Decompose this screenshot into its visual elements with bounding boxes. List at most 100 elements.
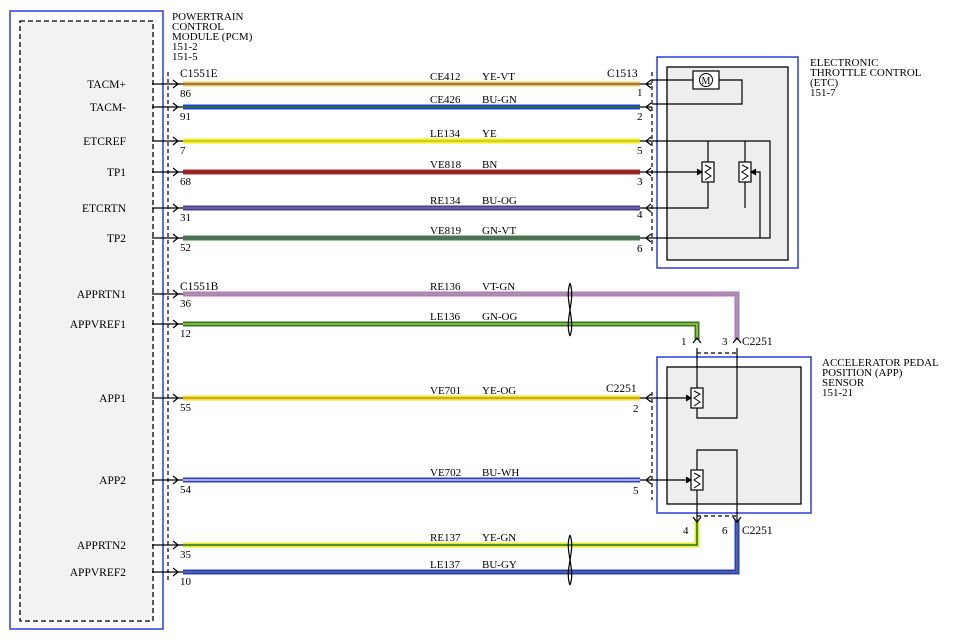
etc-connector-c1513: C1513 bbox=[607, 68, 638, 80]
end-pin-number: 2 bbox=[637, 111, 643, 123]
circuit-id: RE136 bbox=[430, 281, 461, 293]
potentiometer-icon bbox=[652, 469, 704, 491]
app-title: ACCELERATOR PEDAL POSITION (APP) SENSOR … bbox=[822, 357, 939, 399]
pcm-pin-arrow bbox=[172, 319, 179, 329]
pcm-pin-arrow bbox=[172, 136, 179, 146]
signal-label: APPVREF1 bbox=[70, 319, 126, 331]
end-pin-arrow bbox=[692, 337, 702, 344]
wire-edge bbox=[183, 520, 738, 573]
end-pin-arrow bbox=[640, 203, 652, 213]
wire-color-code: BU-WH bbox=[482, 467, 519, 479]
signal-label: APPVREF2 bbox=[70, 567, 126, 579]
signal-label: APPRTN2 bbox=[77, 540, 126, 552]
end-pin-arrow bbox=[640, 167, 652, 177]
circuit-id: CE412 bbox=[430, 71, 461, 83]
circuit-id: RE134 bbox=[430, 195, 461, 207]
circuit-id: VE818 bbox=[430, 159, 462, 171]
wire-color-code: VT-GN bbox=[482, 281, 515, 293]
signal-label: APP1 bbox=[99, 393, 126, 405]
end-pin-number: 2 bbox=[633, 403, 639, 415]
end-pin-arrow bbox=[640, 393, 652, 403]
potentiometer-icon bbox=[738, 161, 761, 238]
pcm-pin-number: 86 bbox=[180, 88, 192, 100]
pcm-connector-c1551b: C1551B bbox=[180, 281, 219, 293]
end-pin-arrow bbox=[692, 516, 702, 523]
pcm-pin-number: 54 bbox=[180, 484, 192, 496]
pcm-pin-arrow bbox=[172, 475, 179, 485]
wire-edge bbox=[183, 323, 698, 340]
pcm-pin-number: 12 bbox=[180, 328, 191, 340]
signal-label: APPRTN1 bbox=[77, 289, 126, 301]
etc-module: M bbox=[651, 56, 799, 269]
app-title-line: 151-21 bbox=[822, 387, 853, 399]
potentiometer-icon bbox=[652, 387, 704, 409]
end-pin-number: 6 bbox=[637, 243, 643, 255]
app-connector-c2251-mid: C2251 bbox=[606, 383, 637, 395]
end-pin-arrow bbox=[640, 136, 652, 146]
wire-color-code: YE bbox=[482, 128, 497, 140]
pcm-pin-arrow bbox=[172, 393, 179, 403]
circuit-id: VE819 bbox=[430, 225, 462, 237]
circuit-id: CE426 bbox=[430, 94, 461, 106]
end-pin-arrow bbox=[640, 475, 652, 485]
wire-apprtn1 bbox=[183, 291, 740, 340]
app-connector-c2251-bottom: C2251 bbox=[742, 525, 773, 537]
end-pin-arrow bbox=[732, 516, 742, 523]
signal-label: ETCREF bbox=[83, 136, 126, 148]
pcm-pin-arrow bbox=[172, 567, 179, 577]
end-pin-number: 6 bbox=[722, 525, 728, 537]
pcm-module bbox=[9, 10, 164, 630]
wire-color-code: BU-GY bbox=[482, 559, 517, 571]
end-pin-arrow bbox=[640, 79, 652, 89]
pcm-pin-number: 10 bbox=[180, 576, 192, 588]
end-pin-number: 1 bbox=[637, 87, 643, 99]
pcm-pin-number: 7 bbox=[180, 145, 186, 157]
wire-color-code: YE-GN bbox=[482, 532, 516, 544]
pcm-pin-number: 35 bbox=[180, 549, 192, 561]
etc-title-line: 151-7 bbox=[810, 87, 836, 99]
motor-icon: M bbox=[692, 70, 720, 90]
app-title-line: SENSOR bbox=[822, 377, 865, 389]
wire-edge bbox=[183, 520, 698, 546]
circuit-id: VE702 bbox=[430, 467, 461, 479]
end-pin-number: 3 bbox=[722, 336, 728, 348]
pcm-connector-c1551e: C1551E bbox=[180, 68, 218, 80]
app-module bbox=[651, 348, 812, 520]
pcm-pin-number: 91 bbox=[180, 111, 191, 123]
signal-label: TACM+ bbox=[87, 79, 126, 91]
pcm-pin-arrow bbox=[172, 167, 179, 177]
signal-label: ETCRTN bbox=[82, 203, 127, 215]
pcm-pin-number: 36 bbox=[180, 298, 192, 310]
wire-appvref1 bbox=[183, 321, 700, 340]
pcm-title-line: 151-5 bbox=[172, 51, 198, 63]
pcm-pin-number: 55 bbox=[180, 402, 192, 414]
pcm-title: POWERTRAIN CONTROL MODULE (PCM) 151-2 15… bbox=[172, 11, 253, 63]
pcm-pin-number: 31 bbox=[180, 212, 191, 224]
pcm-title-line: POWERTRAIN bbox=[172, 11, 244, 23]
end-pin-number: 5 bbox=[637, 145, 643, 157]
pcm-title-line: CONTROL bbox=[172, 21, 224, 33]
wire-color-code: YE-OG bbox=[482, 385, 516, 397]
pcm-pin-arrow bbox=[172, 102, 179, 112]
etc-title-line: THROTTLE CONTROL bbox=[810, 67, 922, 79]
etc-title: ELECTRONIC THROTTLE CONTROL (ETC) 151-7 bbox=[810, 57, 922, 99]
wire-color-code: BU-OG bbox=[482, 195, 517, 207]
end-pin-arrow bbox=[732, 337, 742, 344]
end-pin-number: 5 bbox=[633, 485, 639, 497]
wire-color-code: BU-GN bbox=[482, 94, 517, 106]
end-pin-number: 3 bbox=[637, 176, 643, 188]
circuit-id: VE701 bbox=[430, 385, 461, 397]
pcm-title-line: MODULE (PCM) bbox=[172, 31, 253, 43]
pcm-pin-arrow bbox=[172, 233, 179, 243]
potentiometer-icon bbox=[652, 161, 715, 183]
etc-title-line: ELECTRONIC bbox=[810, 57, 878, 69]
end-pin-number: 4 bbox=[637, 209, 643, 221]
end-pin-arrow bbox=[640, 233, 652, 243]
wire-edge bbox=[183, 293, 738, 340]
pcm-title-line: 151-2 bbox=[172, 41, 198, 53]
pcm-pin-arrow bbox=[172, 79, 179, 89]
pcm-pin-number: 68 bbox=[180, 176, 192, 188]
end-pin-number: 1 bbox=[681, 336, 687, 348]
